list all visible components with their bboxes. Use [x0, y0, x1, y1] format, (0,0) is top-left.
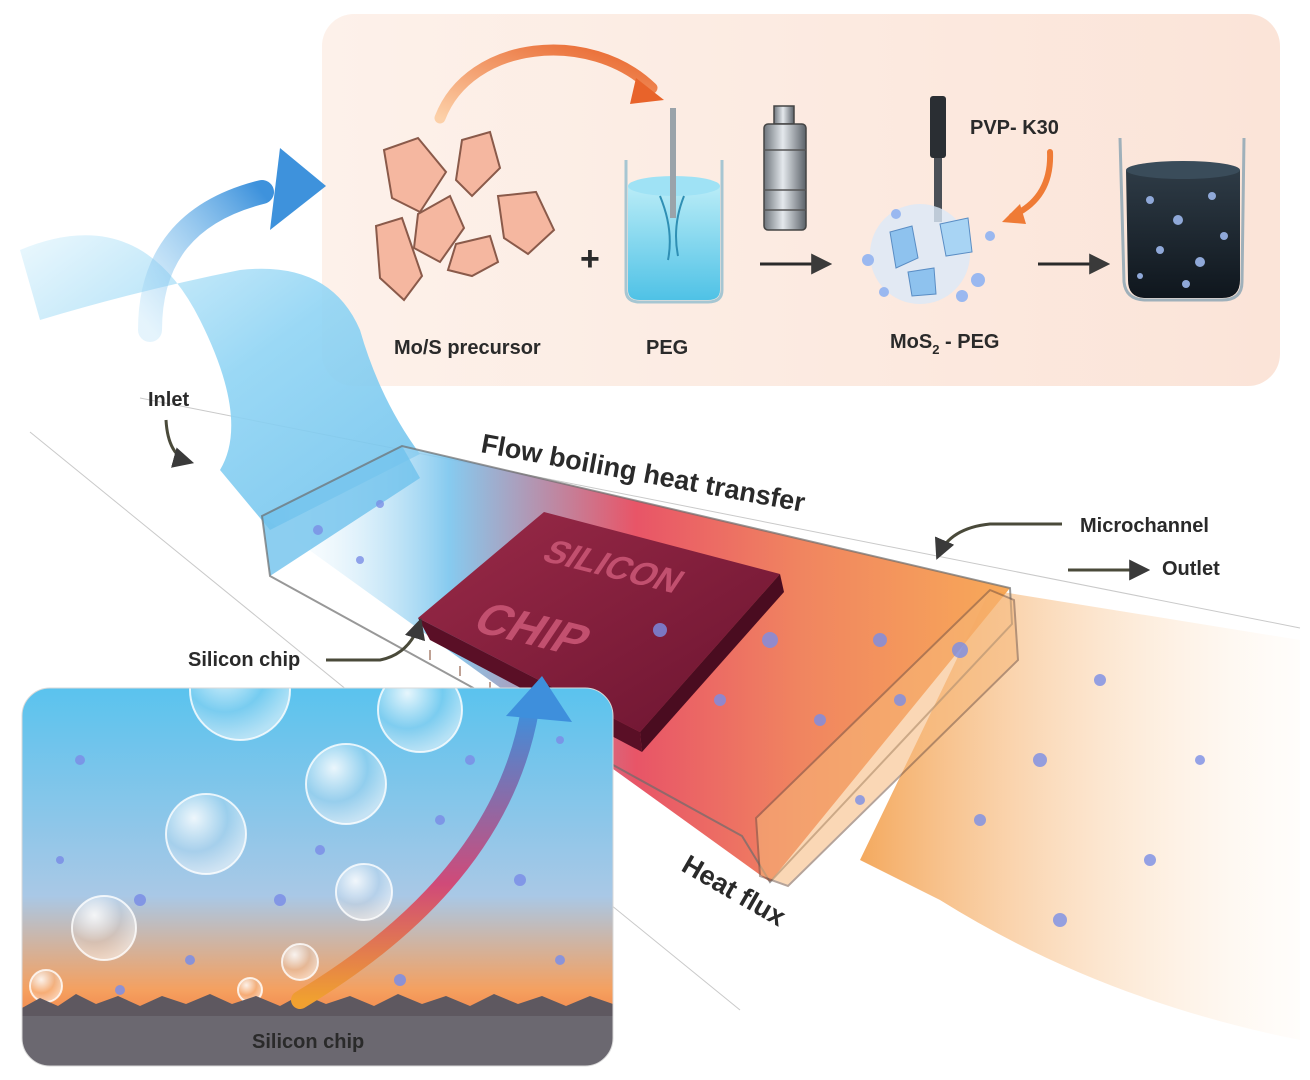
ultrasonic-probe-icon — [930, 96, 946, 222]
vapor-bubbles — [29, 688, 463, 1003]
heat-rising-arrow-head — [506, 676, 572, 722]
inlet-label: Inlet — [148, 389, 189, 411]
pvp-arrow-head — [1002, 204, 1026, 224]
mos2-peg-cluster-icon — [862, 204, 995, 304]
inlet-stream — [20, 235, 420, 530]
curved-arrow-orange-head — [630, 78, 664, 104]
plus-sign: + — [580, 240, 600, 278]
mos2-peg-label: MoS2 - PEG — [890, 331, 999, 357]
autoclave-icon — [763, 105, 807, 231]
nanofluid-beaker-icon — [1118, 137, 1246, 302]
blue-curved-arrow — [138, 180, 274, 342]
flow-diagram: SILICON CHIP Inlet Flow boiling heat tra… — [20, 148, 1301, 1040]
silicon-chip-label: Silicon chip — [188, 649, 300, 671]
precursor-label: Mo/S precursor — [394, 337, 541, 359]
inset-surface-label: Silicon chip — [252, 1031, 364, 1053]
microchannel-outlet-face — [754, 588, 1020, 888]
microchannel-label: Microchannel — [1080, 515, 1209, 537]
inset-silicon-base — [22, 1016, 613, 1066]
microchannel-pointer — [934, 522, 1062, 560]
boiling-inset: Silicon chip — [21, 676, 614, 1067]
inset-surface-roughness — [22, 994, 613, 1020]
blue-curved-arrow-head — [270, 148, 326, 230]
heat-rising-arrow — [291, 701, 539, 1009]
precursor-flakes-icon — [374, 130, 556, 302]
outlet-label: Outlet — [1162, 558, 1220, 580]
curved-arrow-orange — [434, 44, 658, 124]
inlet-arrow — [164, 419, 195, 468]
silicon-chip-icon: SILICON CHIP — [418, 512, 784, 755]
synthesis-panel: Mo/S precursor + PEG — [322, 14, 1280, 386]
pvp-label: PVP- K30 — [970, 117, 1059, 139]
peg-label: PEG — [646, 337, 688, 359]
peg-beaker-icon — [624, 108, 724, 304]
silicon-chip-pointer — [326, 617, 426, 662]
nanoparticles — [313, 500, 1205, 927]
